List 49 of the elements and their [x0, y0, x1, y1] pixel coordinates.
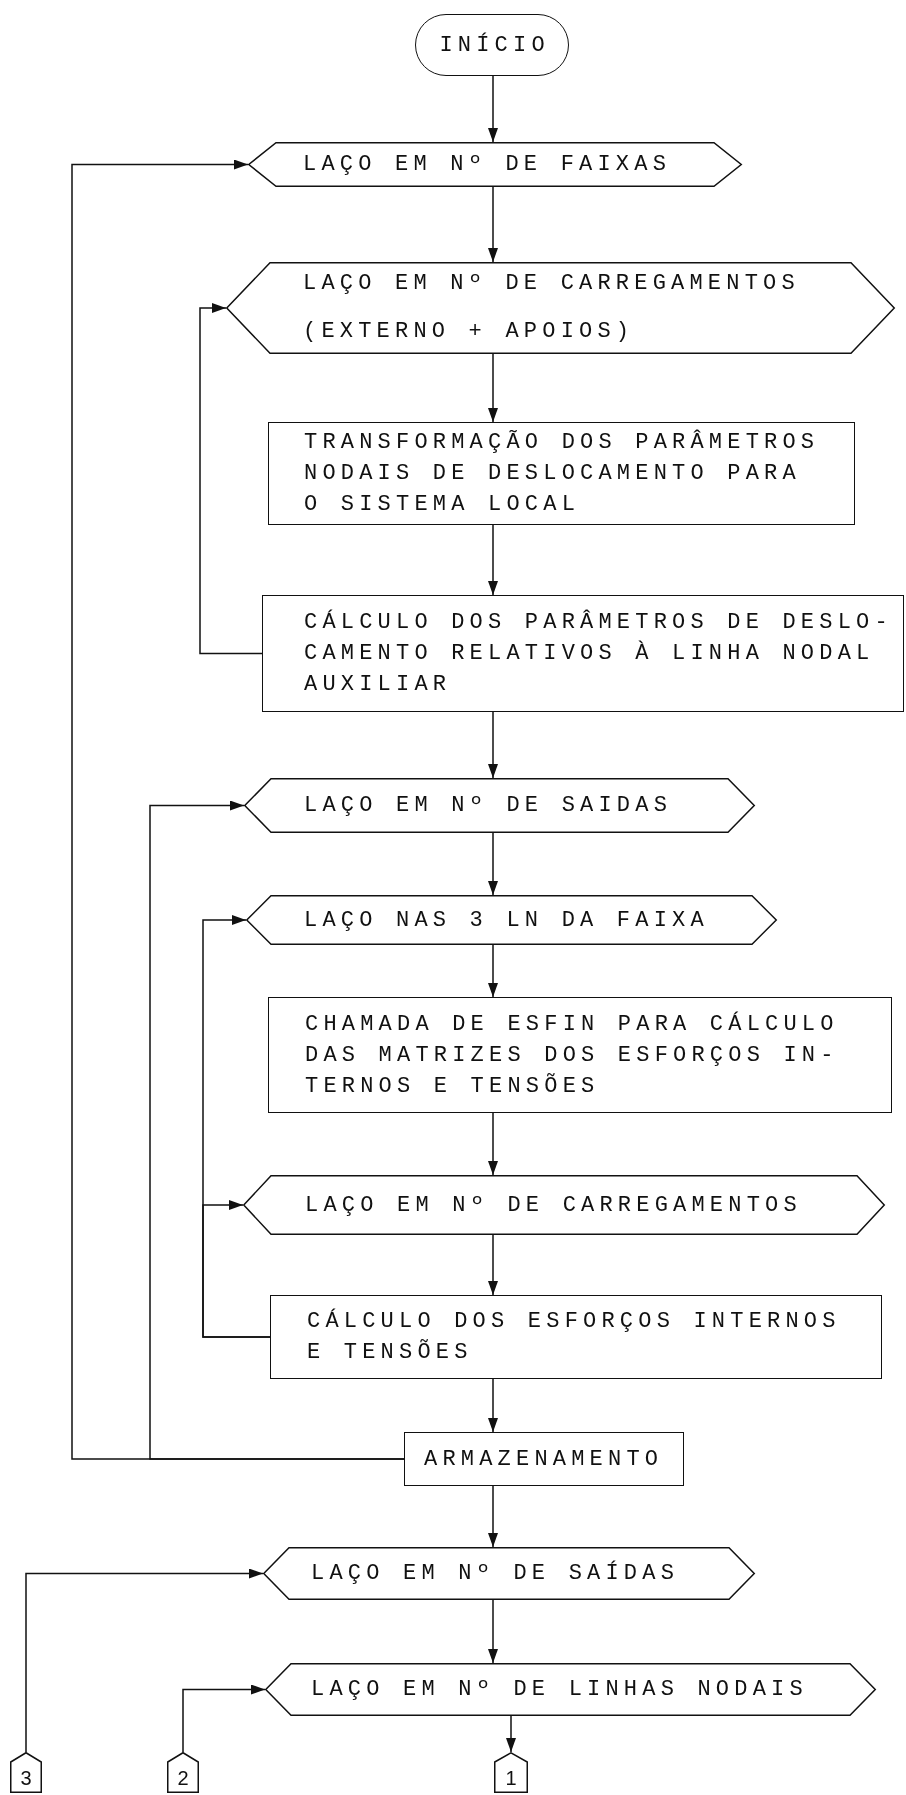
process-label: CHAMADA DE ESFIN PARA CÁLCULO DAS MATRIZES DOS ESFORÇOS IN- TERNOS E TENSÕES [305, 1010, 840, 1101]
terminal-label: INÍCIO [439, 31, 550, 60]
process-box [268, 997, 892, 1113]
loop-label: LAÇO EM Nº DE SAIDAS [304, 792, 673, 820]
offpage-connector [494, 1752, 528, 1793]
loop-hexagon [244, 778, 755, 833]
arrow [488, 1234, 498, 1296]
process-label: CÁLCULO DOS PARÂMETROS DE DESLO- CAMENTO RELATIVOS À LINHA NODAL AUXILIAR [304, 608, 894, 699]
process-box [262, 595, 904, 712]
loop-label: LAÇO EM Nº DE FAIXAS [303, 151, 672, 179]
arrow [71, 159, 405, 1460]
arrow [182, 1684, 266, 1753]
process-box [270, 1295, 882, 1379]
loop-hexagon [226, 262, 895, 354]
process-label: CÁLCULO DOS ESFORÇOS INTERNOS E TENSÕES [307, 1307, 842, 1367]
arrow [488, 1112, 498, 1176]
connector-number: 1 [505, 1766, 517, 1791]
loop-label: LAÇO EM Nº DE CARREGAMENTOS [305, 1191, 802, 1220]
loop-hexagon [263, 1547, 755, 1600]
arrow [488, 944, 498, 998]
loop-hexagon [246, 895, 777, 945]
connector-number: 2 [177, 1766, 189, 1791]
connector-number: 3 [20, 1766, 32, 1791]
process-box [268, 422, 855, 525]
arrow [488, 832, 498, 896]
arrow [488, 1378, 498, 1433]
arrow [488, 1485, 498, 1548]
arrow [506, 1715, 516, 1753]
arrow [199, 303, 263, 655]
loop-label: LAÇO EM Nº DE CARREGAMENTOS (EXTERNO + APOIOS) [303, 270, 801, 346]
arrow [488, 353, 498, 423]
loop-hexagon [265, 1663, 876, 1716]
arrow [488, 711, 498, 779]
arrow [488, 1599, 498, 1664]
loop-hexagon [243, 1175, 885, 1235]
loop-label: LAÇO EM Nº DE SAÍDAS [311, 1559, 680, 1588]
offpage-connector [167, 1752, 199, 1793]
loop-label: LAÇO NAS 3 LN DA FAIXA [304, 906, 709, 935]
process-label: TRANSFORMAÇÃO DOS PARÂMETROS NODAIS DE DESLOCAMENTO PARA O SISTEMA LOCAL [304, 428, 821, 519]
loop-hexagon [248, 142, 742, 187]
arrow [488, 75, 498, 143]
process-label: ARMAZENAMENTO [424, 1445, 664, 1474]
process-box [404, 1432, 684, 1486]
offpage-connector [10, 1752, 42, 1793]
arrow [488, 524, 498, 596]
arrow [488, 186, 498, 263]
loop-label: LAÇO EM Nº DE LINHAS NODAIS [311, 1676, 808, 1704]
arrow [202, 915, 271, 1338]
arrow [25, 1568, 264, 1753]
